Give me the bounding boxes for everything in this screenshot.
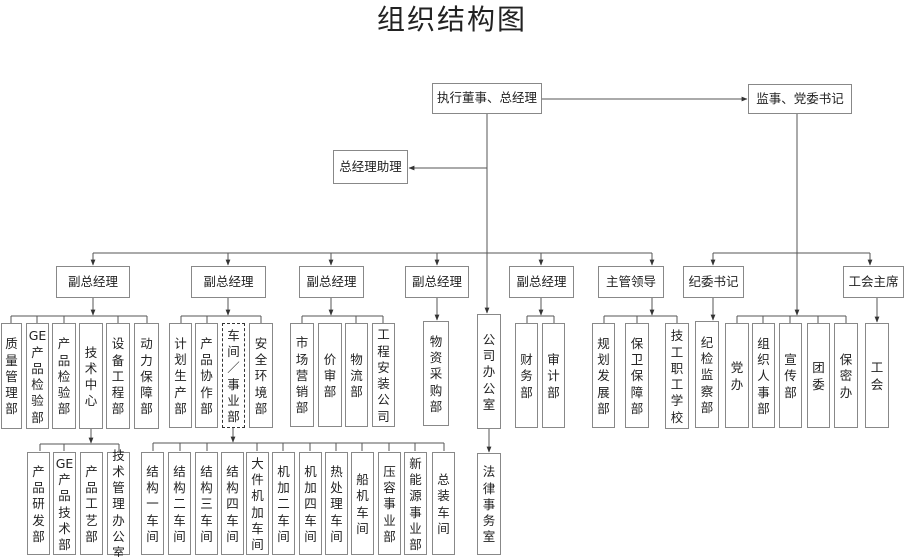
party-office-box: 党办 xyxy=(725,323,749,428)
safety-env-box: 安全环境部 xyxy=(249,323,273,428)
workshop-marine-box: 船机车间 xyxy=(351,452,374,555)
product-coop-box: 产品协作部 xyxy=(195,323,218,428)
workshop-assembly-box: 总装车间 xyxy=(432,452,455,555)
process-box: 产品工艺部 xyxy=(80,452,103,555)
vp5-box: 副总经理 xyxy=(509,266,574,298)
vp4-box: 副总经理 xyxy=(405,266,469,298)
company-office-box: 公司办公室 xyxy=(477,314,501,429)
assistant-box: 总经理助理 xyxy=(333,150,408,184)
security-box: 保卫保障部 xyxy=(625,323,649,428)
propaganda-box: 宣传部 xyxy=(779,323,802,428)
quality-box: 质量管理部 xyxy=(1,323,22,429)
ceo-box: 执行董事、总经理 xyxy=(432,83,542,114)
workshop-heat-box: 热处理车间 xyxy=(325,452,348,555)
confidential-box: 保密办 xyxy=(834,323,858,428)
purchasing-box: 物资采购部 xyxy=(423,321,449,426)
tech-school-box: 技工职工学校 xyxy=(665,323,689,429)
workshop-structure1-box: 结构一车间 xyxy=(141,452,164,555)
planning-prod-box: 计划生产部 xyxy=(169,323,192,428)
product-rd-box: 产品研发部 xyxy=(27,452,50,555)
director-box: 主管领导 xyxy=(598,266,664,298)
workshop-machining4-box: 机加四车间 xyxy=(299,452,322,555)
workshop-structure4-box: 结构四车间 xyxy=(221,452,244,555)
power-box: 动力保障部 xyxy=(134,323,159,429)
workshop-division-box: 车间／事业部 xyxy=(222,323,245,428)
discipline-dept-box: 纪检监察部 xyxy=(695,321,719,428)
chart-title: 组织结构图 xyxy=(376,3,527,36)
discipline-sec-box: 纪委书记 xyxy=(683,266,744,298)
workshop-structure3-box: 结构三车间 xyxy=(195,452,218,555)
product-inspection-box: 产品检验部 xyxy=(52,323,76,429)
strategy-box: 规划发展部 xyxy=(592,323,615,428)
workshop-structure2-box: 结构二车间 xyxy=(168,452,191,555)
audit-box: 审计部 xyxy=(542,323,565,428)
workshop-large-parts-box: 大件机加车间 xyxy=(246,452,269,555)
marketing-box: 市场营销部 xyxy=(290,323,314,427)
vp2-box: 副总经理 xyxy=(191,266,266,298)
tech-admin-box: 技术管理办公室 xyxy=(107,448,130,557)
vp1-box: 副总经理 xyxy=(56,266,130,298)
installation-box: 工程安装公司 xyxy=(372,323,395,427)
union-chair-box: 工会主席 xyxy=(843,266,904,298)
org-hr-box: 组织人事部 xyxy=(752,323,775,428)
pricing-box: 价审部 xyxy=(318,323,342,427)
equipment-box: 设备工程部 xyxy=(106,323,130,429)
legal-box: 法律事务室 xyxy=(477,453,501,555)
finance-box: 财务部 xyxy=(515,323,538,428)
workshop-compressor-box: 压容事业部 xyxy=(378,452,401,555)
vp3-box: 副总经理 xyxy=(299,266,364,298)
logistics-box: 物流部 xyxy=(345,323,368,427)
workshop-new-energy-box: 新能源事业部 xyxy=(404,452,427,555)
supervisor-box: 监事、党委书记 xyxy=(748,84,852,114)
workshop-machining2-box: 机加二车间 xyxy=(272,452,295,555)
union-box: 工会 xyxy=(865,323,889,428)
tech-center-box: 技术中心 xyxy=(79,323,103,429)
youth-box: 团委 xyxy=(807,323,830,428)
